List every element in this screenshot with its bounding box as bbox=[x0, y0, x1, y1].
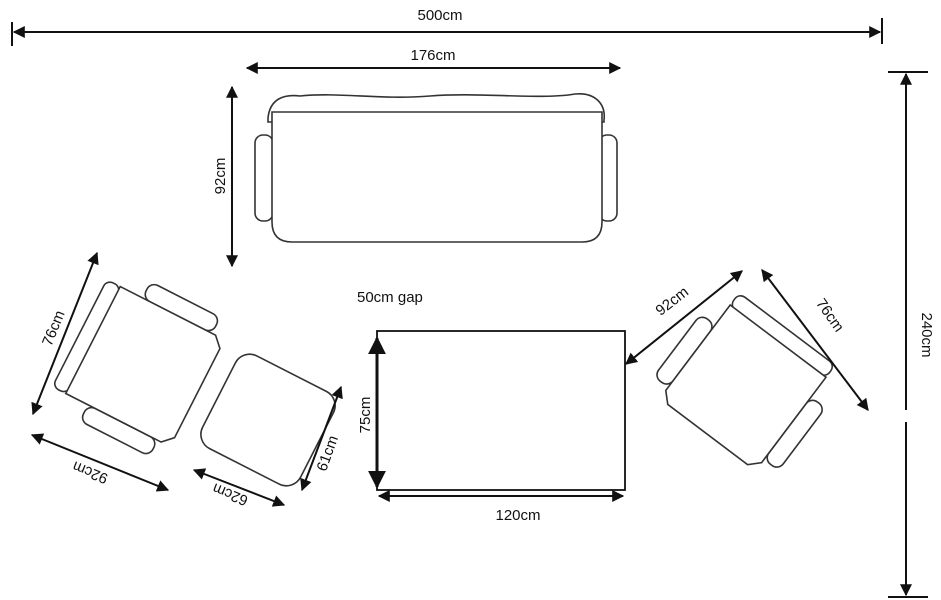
overall-width-label: 500cm bbox=[417, 7, 462, 24]
sofa-width-label: 176cm bbox=[410, 47, 455, 64]
gap-label: 50cm gap bbox=[357, 289, 423, 306]
right-chair-width-label: 92cm bbox=[653, 283, 692, 319]
coffee-table bbox=[376, 330, 626, 491]
table-depth-dimension: 75cm bbox=[357, 336, 386, 489]
left-chair-depth-label: 76cm bbox=[39, 308, 69, 348]
table-depth-label: 75cm bbox=[357, 397, 374, 434]
overall-depth-dimension: 240cm bbox=[888, 71, 935, 598]
overall-depth-label: 240cm bbox=[918, 312, 935, 357]
right-chair-depth-label: 76cm bbox=[812, 296, 847, 336]
overall-width-dimension: 500cm bbox=[11, 7, 883, 46]
sofa-depth-dimension: 92cm bbox=[212, 85, 238, 268]
sofa-width-dimension: 176cm bbox=[245, 47, 622, 74]
table-width-label: 120cm bbox=[495, 507, 540, 524]
sofa bbox=[254, 93, 618, 243]
left-chair-width-label: 92cm bbox=[70, 457, 110, 487]
table-width-dimension: 120cm bbox=[377, 490, 625, 524]
sofa-depth-label: 92cm bbox=[212, 158, 229, 195]
